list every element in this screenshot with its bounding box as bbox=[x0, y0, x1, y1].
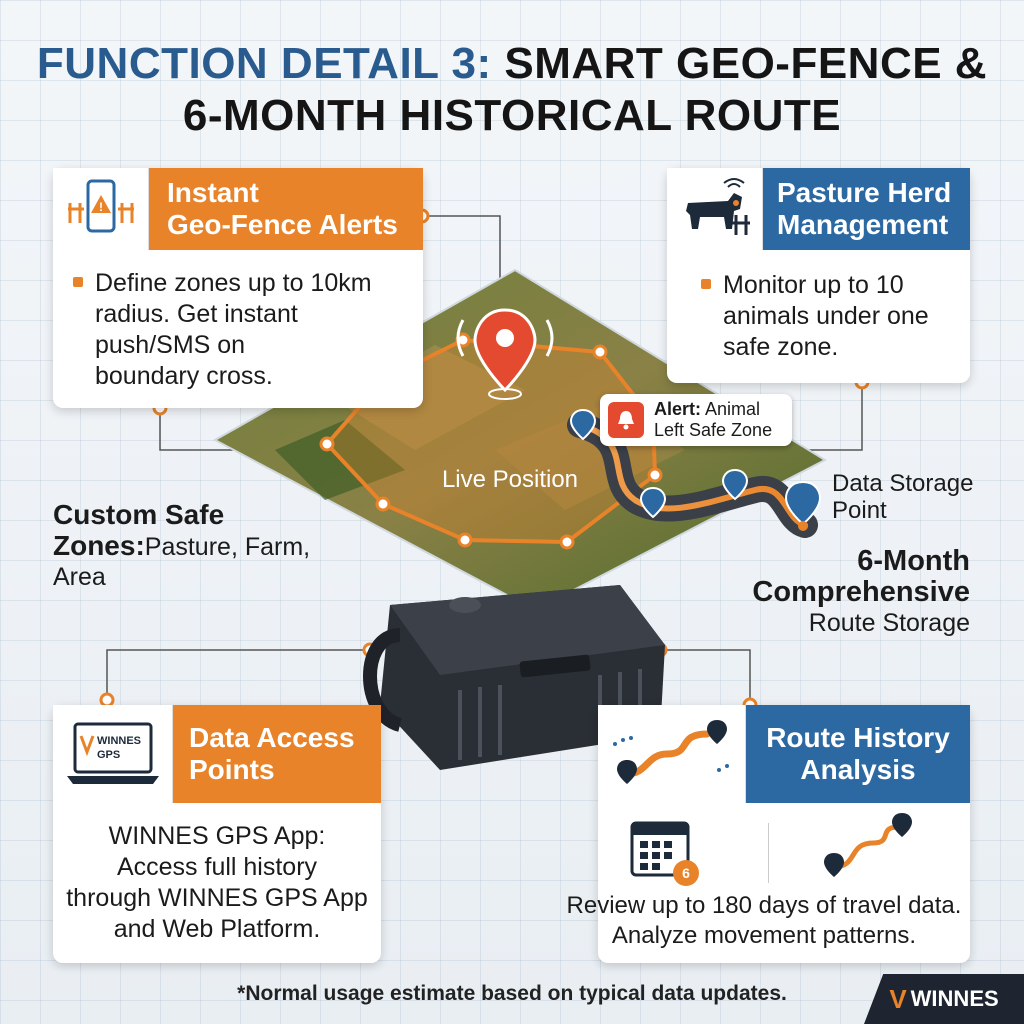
card-pasture-herd: Pasture Herd Management Monitor up to 10… bbox=[667, 168, 970, 383]
card-route-history: Route History Analysis 6 Review up to 18… bbox=[567, 705, 970, 963]
alert-line1: Animal bbox=[705, 399, 761, 419]
svg-text:!: ! bbox=[99, 200, 103, 214]
title-part1: FUNCTION DETAIL 3: bbox=[36, 39, 492, 88]
bullet bbox=[701, 279, 711, 290]
phone-alert-icon: ! bbox=[53, 168, 149, 250]
laptop-sub: GPS bbox=[97, 749, 120, 761]
six-month-storage-label: 6-Month Comprehensive Route Storage bbox=[752, 546, 970, 638]
data-access-body-line3: through WINNES GPS App bbox=[66, 884, 368, 912]
pasture-body-line1: Monitor up to 10 bbox=[723, 271, 904, 299]
card-geofence-alerts: ! Instant Geo-Fence Alerts Define zones … bbox=[53, 168, 423, 408]
route-history-title-line2: Analysis bbox=[800, 754, 916, 785]
custom-safe-zones-label: Custom Safe Zones:Pasture, Farm, Area bbox=[53, 500, 310, 592]
data-access-title-line2: Points bbox=[189, 754, 275, 785]
data-access-body-line4: and Web Platform. bbox=[113, 915, 321, 943]
calendar-badge: 6 bbox=[682, 865, 690, 881]
cow-tracker-icon bbox=[667, 168, 763, 250]
custom-safe-line3: Area bbox=[53, 563, 106, 591]
pasture-title-line2: Management bbox=[777, 209, 949, 240]
six-month-line3: Route Storage bbox=[808, 609, 970, 637]
storage-point-line1: Data Storage bbox=[832, 470, 974, 497]
route-history-body-line1: Review up to 180 days of travel data. bbox=[566, 892, 962, 919]
footnote: *Normal usage estimate based on typical … bbox=[237, 982, 787, 1005]
alert-bubble: Alert: Animal Left Safe Zone bbox=[600, 394, 792, 446]
card-data-access: WINNES GPS Data Access Points WINNES GPS… bbox=[53, 705, 381, 963]
title-line2: 6-MONTH HISTORICAL ROUTE bbox=[182, 91, 842, 140]
six-month-line2: Comprehensive bbox=[752, 576, 970, 608]
geofence-body-line4: boundary cross. bbox=[95, 362, 273, 390]
alert-label: Alert: bbox=[654, 399, 702, 419]
geofence-body-line2: radius. Get instant bbox=[95, 300, 298, 328]
divider bbox=[768, 823, 769, 883]
live-position-label: Live Position bbox=[442, 466, 578, 493]
data-access-title-line1: Data Access bbox=[189, 722, 355, 753]
winnes-v-icon: V bbox=[889, 983, 907, 1014]
calendar-icon: 6 bbox=[630, 821, 699, 886]
custom-safe-bold1: Custom Safe bbox=[53, 499, 225, 530]
pasture-body-line2: animals under one bbox=[723, 302, 929, 330]
title-part2: SMART GEO-FENCE & bbox=[504, 39, 988, 88]
storage-point-line2: Point bbox=[832, 497, 887, 524]
custom-safe-bold2: Zones: bbox=[53, 530, 145, 561]
custom-safe-rest: Pasture, Farm, bbox=[144, 533, 311, 561]
brand-name: WINNES bbox=[910, 986, 999, 1011]
alarm-bell-icon bbox=[608, 402, 644, 438]
laptop-brand: WINNES bbox=[97, 735, 141, 747]
geofence-body-line1: Define zones up to 10km bbox=[95, 269, 372, 297]
data-storage-point-label: Data Storage Point bbox=[832, 470, 973, 524]
route-history-title-line1: Route History bbox=[766, 722, 950, 753]
data-access-body-line2: Access full history bbox=[116, 853, 318, 881]
route-map-icon bbox=[598, 705, 746, 803]
six-month-line1: 6-Month bbox=[857, 545, 970, 577]
brand-logo: V WINNES bbox=[864, 974, 1024, 1024]
bullet bbox=[73, 277, 83, 288]
geofence-title-line1: Instant bbox=[167, 177, 259, 208]
route-history-body-line2: Analyze movement patterns. bbox=[611, 922, 917, 949]
alert-line2: Left Safe Zone bbox=[654, 420, 773, 440]
data-access-body-line1: WINNES GPS App: bbox=[108, 822, 326, 850]
laptop-icon: WINNES GPS bbox=[53, 705, 173, 803]
pasture-body-line3: safe zone. bbox=[723, 333, 839, 361]
geofence-title-line2: Geo-Fence Alerts bbox=[167, 209, 398, 240]
gps-tracker-device bbox=[363, 585, 665, 770]
page-title: FUNCTION DETAIL 3: SMART GEO-FENCE & 6-M… bbox=[0, 38, 1024, 142]
route-pins-icon bbox=[824, 813, 912, 877]
geofence-body-line3: push/SMS on bbox=[95, 331, 246, 359]
pasture-title-line1: Pasture Herd bbox=[777, 177, 952, 208]
